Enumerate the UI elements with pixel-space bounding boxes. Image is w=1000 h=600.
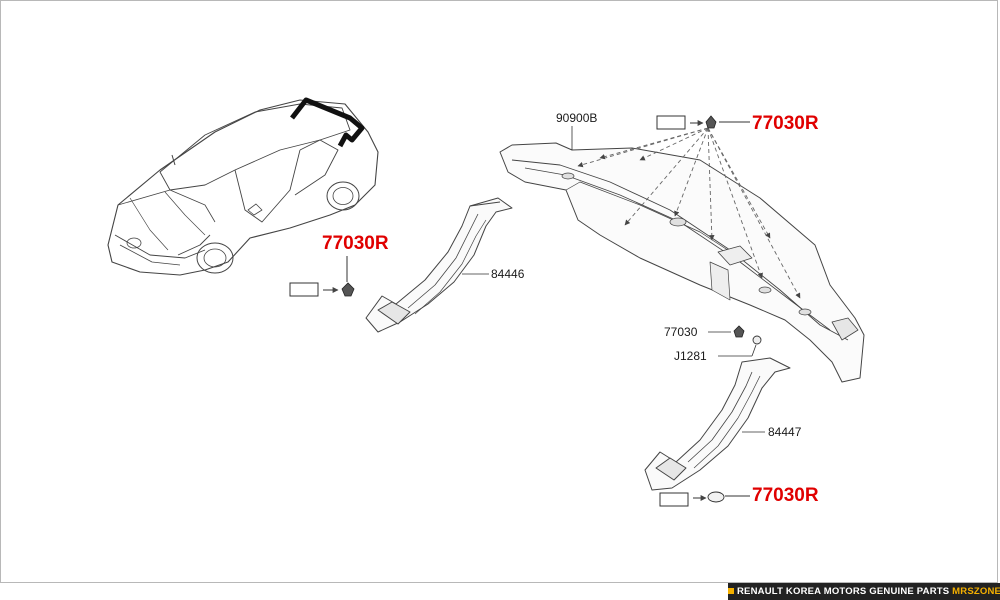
rear-panel-part [499, 142, 865, 383]
clip-bottom-icon [707, 491, 725, 503]
nut-j1281-icon [752, 335, 762, 345]
footer-brand: RENAULT KOREA MOTORS GENUINE PARTS [737, 586, 950, 597]
clip-77030-icon [733, 325, 745, 338]
footer-banner: RENAULT KOREA MOTORS GENUINE PARTS MRSZO… [728, 583, 1000, 600]
label-90900b: 90900B [556, 111, 597, 125]
left-trim-part [365, 197, 513, 333]
clip-top-icon [705, 115, 717, 129]
tag-box-left [289, 282, 339, 297]
diagram-frame [0, 0, 998, 583]
leader-j1281-b [751, 344, 757, 357]
callout-left-77030r: 77030R [322, 233, 389, 254]
clip-location-arrows [577, 127, 801, 299]
label-77030: 77030 [664, 325, 698, 339]
clip-left-icon [341, 282, 355, 297]
callout-bottom-77030r: 77030R [752, 485, 819, 506]
footer-zone: MRSZONE [952, 586, 1000, 597]
right-trim-part [644, 357, 791, 491]
car-illustration [107, 97, 379, 276]
label-84446: 84446 [491, 267, 525, 281]
label-j1281: J1281 [674, 349, 707, 363]
tag-box-bottom [659, 492, 707, 507]
tag-box-top [656, 115, 704, 130]
footer-square-icon [728, 588, 734, 595]
label-84447: 84447 [768, 425, 802, 439]
callout-top-77030r: 77030R [752, 113, 819, 134]
